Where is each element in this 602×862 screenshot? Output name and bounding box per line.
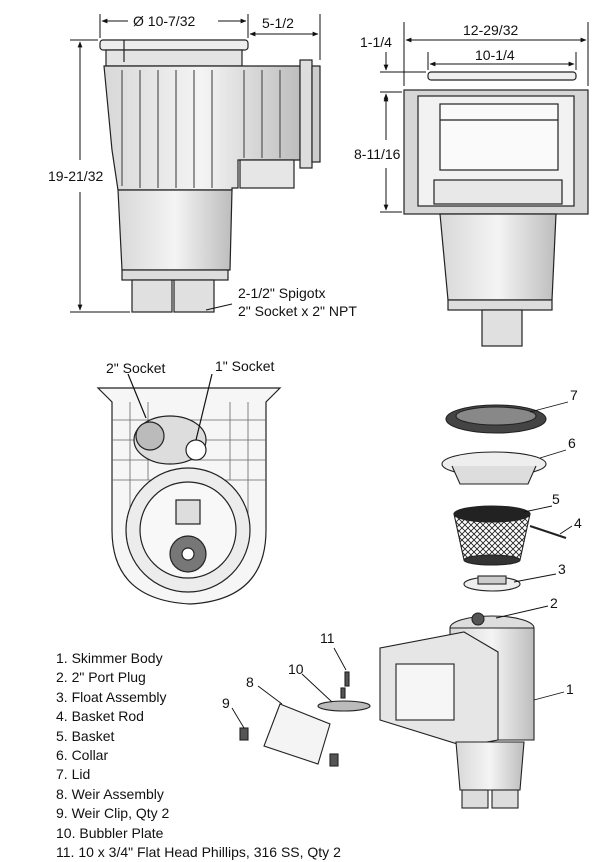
parts-list-item: 6. Collar [56,747,109,764]
parts-list-item: 5. Basket [56,727,115,744]
dim-total-height: 19-21/32 [48,168,103,184]
part-number-2: 2 [550,595,558,611]
part-number-3: 3 [558,561,566,577]
dim-side-depth: 5-1/2 [262,15,294,31]
parts-list-item: 1. Skimmer Body [56,650,163,666]
parts-list-item: 11. 10 x 3/4" Flat Head Phillips, 316 SS… [56,844,341,861]
parts-list-item: 10. Bubbler Plate [56,824,164,841]
callout-socket-2in: 2" Socket [106,360,166,376]
dim-opening-height: 8-11/16 [354,146,401,162]
parts-list: 1. Skimmer Body 2. 2" Port Plug 3. Float… [56,649,341,862]
part-number-5: 5 [552,491,560,507]
part-number-1: 1 [566,681,574,697]
parts-list-item: 3. Float Assembly [56,688,167,705]
side-view-dimensions [70,14,321,313]
callout-spigot-line1: 2-1/2" Spigotx [238,285,325,301]
dim-opening-width: 10-1/4 [475,47,515,63]
part-number-8: 8 [246,674,254,690]
parts-list-item: 9. Weir Clip, Qty 2 [56,805,170,822]
top-view [96,373,282,605]
part-number-9: 9 [222,695,230,711]
exploded-view [231,401,573,809]
dim-lid-offset: 1-1/4 [360,34,392,50]
part-number-10: 10 [288,661,304,677]
front-view-dimensions [380,22,589,213]
parts-list-item: 2. 2" Port Plug [56,669,146,686]
parts-list-item: 8. Weir Assembly [56,785,164,802]
dim-overall-width: 12-29/32 [463,22,518,38]
parts-list-item: 7. Lid [56,766,91,783]
part-number-6: 6 [568,435,576,451]
front-view [403,71,589,347]
part-number-4: 4 [574,515,582,531]
part-number-11: 11 [320,630,335,646]
part-number-labels: 7 6 5 4 3 2 1 11 10 8 9 [222,387,582,711]
part-number-7: 7 [570,387,578,403]
dim-top-diameter: Ø 10-7/32 [133,13,195,29]
callout-socket-1in: 1" Socket [215,358,275,374]
callout-spigot-line2: 2" Socket x 2" NPT [238,303,357,319]
side-view [99,39,321,313]
parts-list-item: 4. Basket Rod [56,708,144,725]
